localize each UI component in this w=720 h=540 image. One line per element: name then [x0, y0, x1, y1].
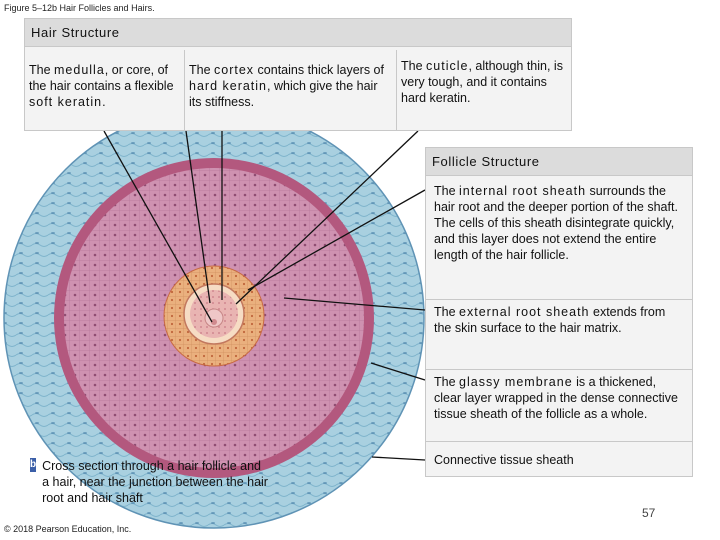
internal-text-pre: The: [434, 184, 460, 198]
caption-text: Cross section through a hair follicle an…: [42, 459, 268, 505]
cortex-text-pre: The: [189, 63, 215, 77]
page-number: 57: [642, 506, 656, 520]
medulla-term: medulla: [54, 63, 105, 77]
internal-root-sheath-description: The internal root sheath surrounds the h…: [426, 179, 692, 302]
cortex-leader: [185, 130, 211, 304]
copyright-notice: © 2018 Pearson Education, Inc.: [4, 524, 132, 534]
cuticle-text-pre: The: [401, 59, 427, 73]
panel-badge: b: [30, 458, 37, 472]
external-sheath-leader: [283, 297, 426, 311]
glassy-membrane-leader: [370, 362, 426, 381]
hair-structure-panel: Hair Structure The medulla, or core, of …: [24, 18, 572, 131]
medulla-text-post: , or core, of the hair contains a flexib…: [29, 63, 174, 93]
cortex-text-mid: contains thick layers of: [254, 63, 384, 77]
figure-title: Figure 5–12b Hair Follicles and Hairs.: [4, 3, 155, 13]
cortex-text-end: , which give the hair its stiffness.: [189, 79, 378, 109]
external-text-pre: The: [434, 305, 460, 319]
external-root-sheath-description: The external root sheath extends from th…: [426, 299, 692, 360]
follicle-structure-heading: Follicle Structure: [426, 148, 692, 176]
cortex-term: cortex: [214, 63, 255, 77]
cuticle-leader: [235, 130, 419, 305]
connective-tissue-description: Connective tissue sheath: [426, 441, 692, 477]
connective-tissue-leader: [371, 456, 426, 461]
glassy-membrane-description: The glassy membrane is a thickened, clea…: [426, 369, 692, 440]
internal-sheath-leader: [247, 189, 426, 291]
hair-structure-heading: Hair Structure: [25, 19, 571, 47]
cuticle-description: The cuticle, although thin, is very toug…: [396, 50, 573, 131]
external-root-sheath-term: external root sheath: [459, 305, 590, 319]
medulla-text-end: .: [102, 95, 106, 109]
soft-keratin-term: soft keratin: [29, 95, 103, 109]
cortex-description: The cortex contains thick layers of hard…: [184, 50, 396, 131]
internal-root-sheath-term: internal root sheath: [459, 184, 587, 198]
medulla-leader: [103, 130, 213, 323]
medulla-layer: [204, 308, 224, 328]
cuticle-text-post: , although thin, is very tough, and it c…: [401, 59, 563, 105]
external-text-post: extends from the skin surface to the hai…: [434, 305, 666, 335]
internal-text-post: surrounds the hair root and the deeper p…: [434, 184, 678, 262]
glassy-text-post: is a thickened, clear layer wrapped in t…: [434, 375, 678, 421]
hard-keratin-term: hard keratin: [189, 79, 268, 93]
glassy-text-pre: The: [434, 375, 460, 389]
cuticle-term: cuticle: [426, 59, 469, 73]
medulla-text-pre: The: [29, 63, 55, 77]
glassy-membrane-term: glassy membrane: [459, 375, 573, 389]
follicle-structure-panel: Follicle Structure The internal root she…: [425, 147, 693, 477]
figure-caption: b Cross section through a hair follicle …: [30, 458, 270, 506]
medulla-description: The medulla, or core, of the hair contai…: [25, 50, 184, 131]
